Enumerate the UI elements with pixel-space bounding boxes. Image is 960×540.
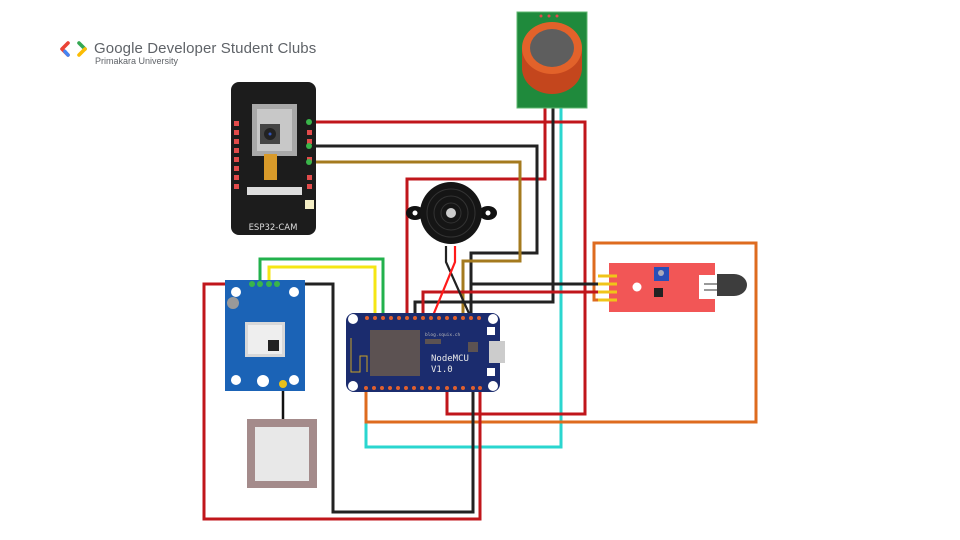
wire-buzzer-red <box>430 246 457 319</box>
wire-black-gas-gnd <box>413 104 555 318</box>
flame-sensor-module <box>598 263 747 312</box>
wire-black-gps-gnd <box>277 282 475 514</box>
nodemcu-url: blog.squix.ch <box>425 332 461 338</box>
wire-red-esp-power <box>310 120 587 416</box>
org-name: Google Developer Student Clubs <box>94 40 317 57</box>
nodemcu-label: NodeMCU <box>431 354 469 364</box>
nodemcu-version: V1.0 <box>431 365 453 375</box>
wire-red-flame-vcc <box>421 290 598 318</box>
esp32-cam-label: ESP32-CAM <box>249 223 298 233</box>
wire-buzzer-black <box>444 246 473 319</box>
nodemcu-board: NodeMCU V1.0 blog.squix.ch <box>346 313 505 392</box>
wire-orange-flame-do <box>364 241 758 424</box>
wire-black-esp-gnd <box>310 144 539 318</box>
gdsc-logo: Google Developer Student Clubs Primakara… <box>60 40 316 66</box>
gdsc-brackets-icon <box>60 40 87 57</box>
wire-brown-esp-data <box>310 160 522 318</box>
buzzer <box>406 182 497 244</box>
gps-antenna <box>247 419 317 488</box>
gps-module <box>225 280 305 391</box>
wire-yellow-gps-tx <box>267 265 377 318</box>
gas-sensor-module <box>516 11 588 109</box>
wire-green-gps-rx <box>258 257 385 318</box>
wire-red-gas-vcc <box>405 104 547 318</box>
wire-red-gps-vcc <box>202 282 482 521</box>
university-name: Primakara University <box>95 56 179 66</box>
esp32-cam-board: ESP32-CAM <box>231 82 316 235</box>
